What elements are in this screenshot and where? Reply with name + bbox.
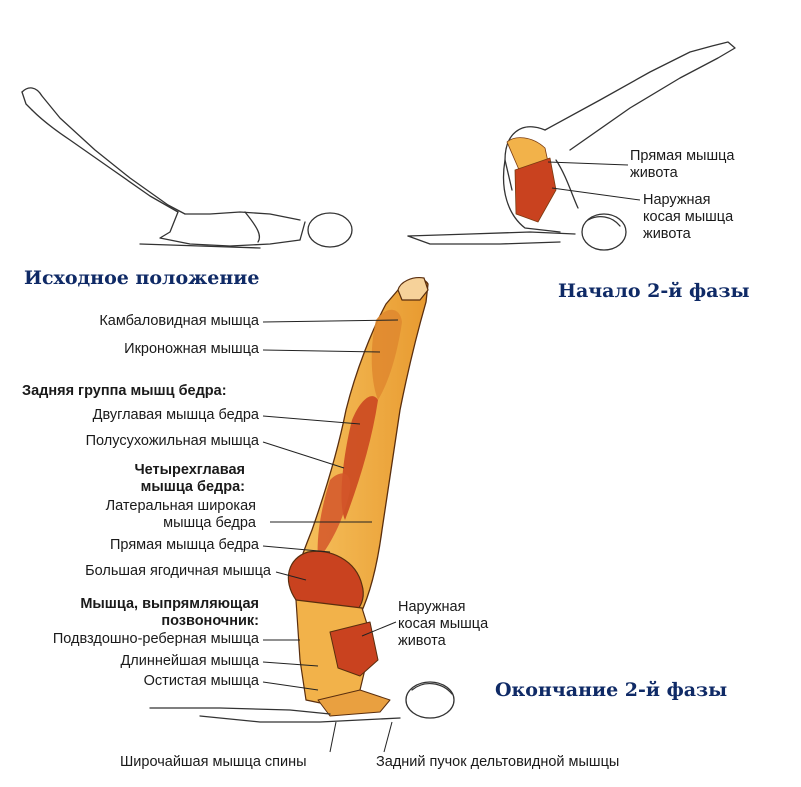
title-phase2-end: Окончание 2-й фазы <box>495 679 728 701</box>
end-semitendinosus <box>317 473 351 560</box>
end-head <box>405 681 455 719</box>
start-torso <box>184 211 301 221</box>
start-arm <box>139 243 261 249</box>
label-semitendinosus: Полусухожильная мышца <box>85 433 259 449</box>
start-legs <box>21 87 186 215</box>
label-hamstrings-heading: Задняя группа мышц бедра: <box>22 383 227 399</box>
phase2-arm <box>407 231 576 237</box>
label-latissimus: Широчайшая мышца спины <box>120 754 307 770</box>
label-phase2-rectus-abdominis: Прямая мышца живота <box>630 148 735 181</box>
label-quadriceps-heading: Четырехглавая мышца бедра: <box>134 462 245 495</box>
label-gluteus-maximus: Большая ягодичная мышца <box>85 563 271 579</box>
label-erector-heading: Мышца, выпрямляющая позвоночник: <box>80 596 259 629</box>
label-longissimus: Длиннейшая мышца <box>120 653 259 669</box>
end-external-oblique <box>329 621 379 677</box>
phase2-head <box>581 213 627 251</box>
label-posterior-deltoid: Задний пучок дельтовидной мышцы <box>376 754 620 770</box>
label-gastrocnemius: Икроножная мышца <box>124 341 259 357</box>
title-start-position: Исходное положение <box>24 267 260 289</box>
phase2-legs <box>544 41 736 151</box>
label-vastus-lateralis: Латеральная широкая мышца бедра <box>105 498 256 531</box>
end-leader-lines <box>262 319 399 753</box>
label-spinalis: Остистая мышца <box>143 673 259 689</box>
label-soleus: Камбаловидная мышца <box>99 313 259 329</box>
label-biceps-femoris: Двуглавая мышца бедра <box>92 407 259 423</box>
phase2-leader-lines <box>547 161 641 201</box>
end-biceps-femoris <box>341 396 378 520</box>
label-phase2-external-oblique: Наружная косая мышца живота <box>643 192 734 242</box>
figure-phase2-end <box>149 277 455 723</box>
phase2-external-oblique <box>514 157 557 223</box>
figure-phase2-start <box>407 41 736 251</box>
end-calf <box>371 309 402 400</box>
figure-start-position <box>21 87 353 249</box>
title-phase2-start: Начало 2-й фазы <box>558 280 750 302</box>
label-iliocostalis: Подвздошно-реберная мышца <box>52 631 259 647</box>
end-arm <box>149 707 331 715</box>
label-rectus-femoris: Прямая мышца бедра <box>110 537 259 553</box>
label-end-external-oblique: Наружная косая мышца живота <box>398 599 489 649</box>
start-head <box>307 212 353 248</box>
